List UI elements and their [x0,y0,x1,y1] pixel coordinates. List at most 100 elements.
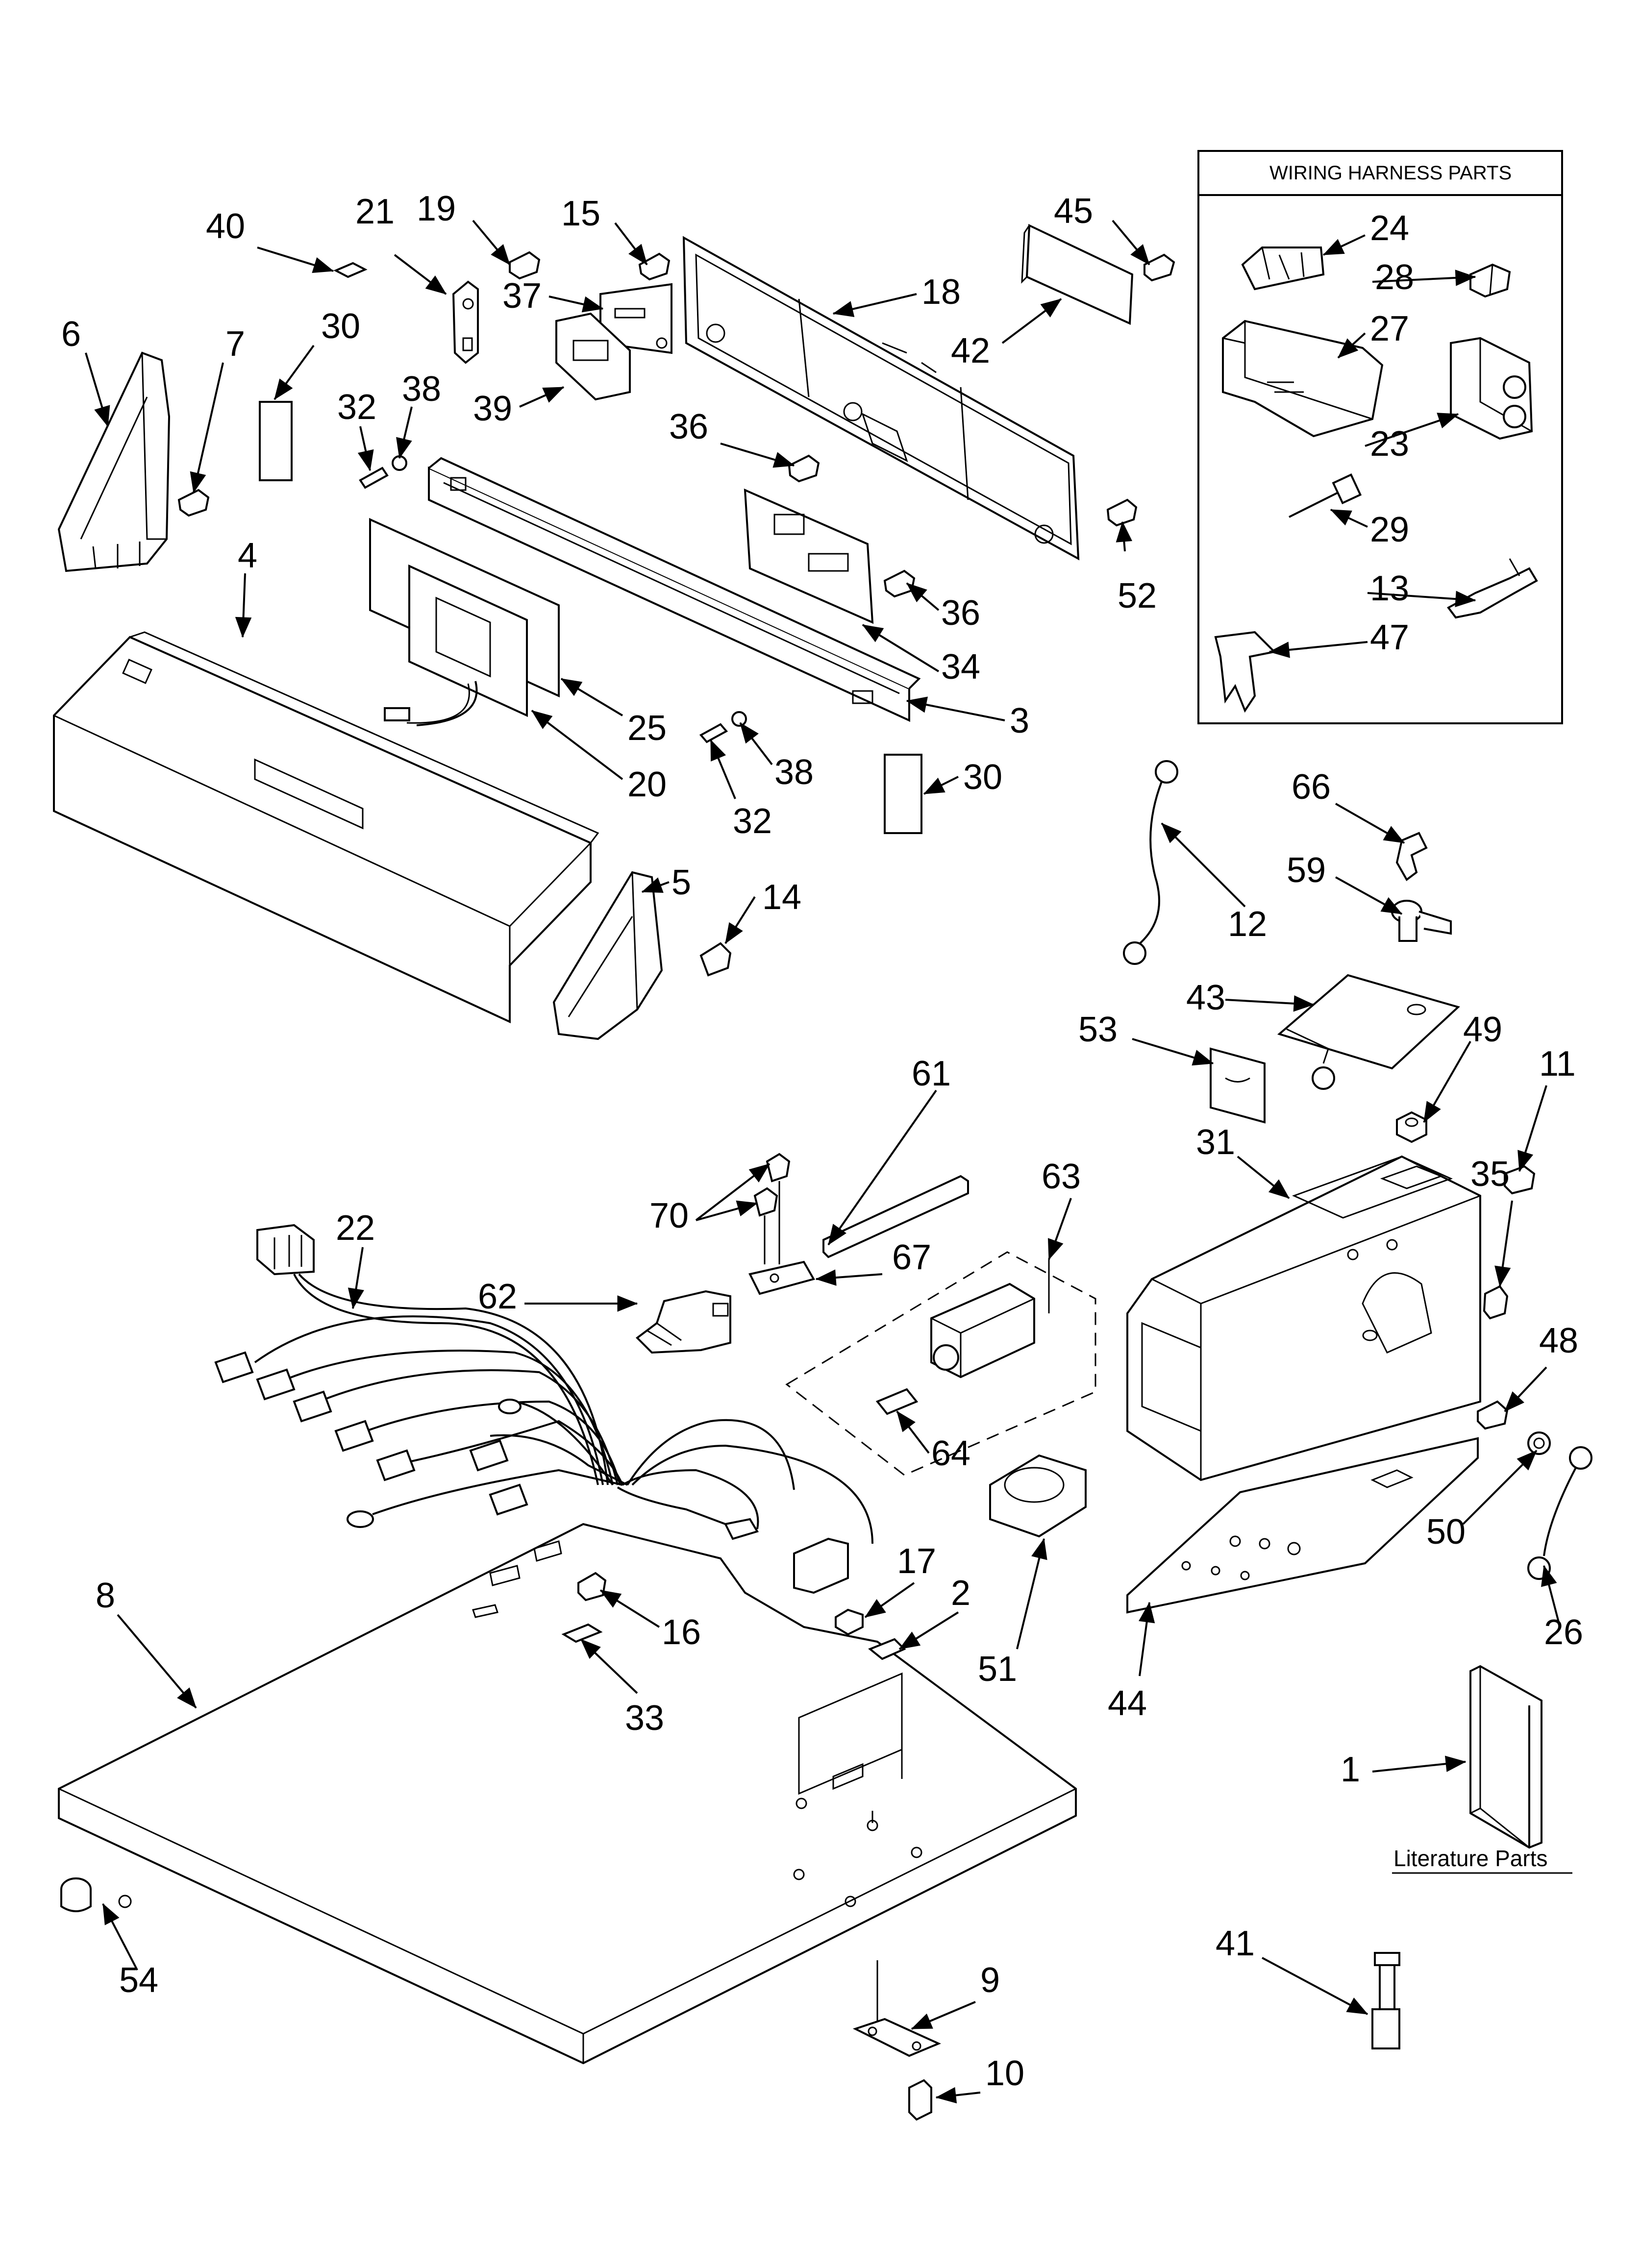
callout-53: 53 [1078,1010,1118,1049]
leader-arrowhead [1047,1238,1064,1260]
leader-lines [85,220,1560,2104]
callout-19: 19 [417,189,456,228]
leader-arrowhead [1031,1538,1047,1560]
callout-28: 28 [1375,258,1414,297]
callout-16: 16 [662,1613,701,1652]
leader-line [117,1614,197,1709]
screw-45-drawing [1144,253,1175,282]
bracket-9-drawing [852,1960,942,2057]
leader-arrowhead [177,1687,197,1709]
callout-32b: 32 [733,802,772,841]
callout-1: 1 [1341,1750,1360,1789]
callout-38: 38 [402,370,441,409]
leader-arrowhead [1040,298,1062,318]
nut-49-drawing [1396,1111,1427,1143]
shield-42-drawing [1021,223,1134,325]
connector-28-drawing [1469,263,1511,298]
housing-31-drawing [1126,1155,1481,1481]
leader-arrowhead [1116,521,1133,542]
callout-47: 47 [1370,618,1409,657]
end-cap-6-drawing [57,351,171,572]
bracket-39-drawing [555,312,631,401]
bracket-62-drawing [635,1290,731,1354]
leader-line [827,1089,937,1246]
callout-4: 4 [238,536,257,575]
literature-parts-label: Literature Parts [1393,1846,1547,1871]
callout-labels: 40 21 19 15 18 45 42 37 39 30 6 7 32 38 … [61,189,1583,2093]
leader-arrowhead [896,1410,916,1432]
callout-17: 17 [897,1542,936,1581]
callout-36: 36 [669,407,708,446]
leader-arrowhead [425,275,447,295]
callout-62: 62 [478,1277,517,1316]
callout-21: 21 [355,192,395,231]
bar-61-drawing [822,1175,969,1258]
leader-arrowhead [274,378,293,400]
leader-arrowhead [772,452,795,468]
callout-43: 43 [1186,978,1225,1017]
callout-9: 9 [980,1961,1000,2000]
leader-arrowhead [1423,1101,1441,1123]
leader-arrowhead [348,1287,364,1309]
leader-arrowhead [906,583,927,602]
leader-arrowhead [1268,641,1290,658]
leader-arrowhead [1380,897,1403,914]
callout-52: 52 [1118,576,1157,616]
callout-14: 14 [762,878,801,917]
leader-arrowhead [710,739,726,762]
connector-23-drawing [1450,337,1533,440]
callout-38b: 38 [774,753,814,792]
callout-24: 24 [1370,209,1409,248]
leader-arrowhead [862,624,884,642]
callout-2: 2 [951,1574,970,1613]
touchpad-25-20-drawing [369,518,560,726]
callout-34: 34 [941,647,980,687]
leader-arrowhead [396,437,412,459]
leader-arrowhead [748,1163,771,1183]
leader-arrowhead [531,710,553,729]
callout-6: 6 [61,315,81,354]
leader-arrowhead [1161,823,1182,843]
leader-arrowhead [935,2087,957,2104]
callout-51: 51 [978,1650,1017,1689]
leader-arrowhead [491,244,510,266]
leader-arrowhead [1346,1997,1368,2015]
leader-arrowhead [1293,995,1315,1012]
leader-arrowhead [815,1269,837,1286]
callout-22: 22 [336,1208,375,1248]
leader-arrowhead [628,244,647,266]
leader-arrowhead [1541,1565,1557,1587]
callout-35: 35 [1470,1155,1510,1194]
leader-arrowhead [1517,1150,1534,1172]
screw-7-drawing [177,489,210,517]
terminal-13-drawing [1447,558,1538,619]
ground-wire-12-drawing [1123,760,1178,965]
callout-23: 23 [1370,424,1409,464]
callout-66: 66 [1292,767,1331,807]
callout-59: 59 [1287,851,1326,890]
callout-36b: 36 [941,593,980,633]
callout-20: 20 [627,765,667,804]
leader-arrowhead [1383,826,1405,843]
callout-29: 29 [1370,510,1409,549]
screw-70-drawing [753,1153,791,1264]
leader-arrowhead [1268,1179,1290,1199]
leader-arrowhead [725,922,743,944]
callout-13: 13 [1370,569,1409,608]
lid-43-drawing [1277,974,1460,1090]
leader-arrowhead [357,449,374,471]
clip-47-drawing [1214,631,1277,713]
leader-arrowhead [581,296,604,313]
leader-arrowhead [94,405,110,427]
callout-7: 7 [225,324,245,364]
lock-59-drawing [1391,900,1452,942]
screw-15-drawing [638,252,671,281]
leader-arrowhead [911,2013,933,2029]
leader-arrowhead [102,1903,120,1925]
part-40-drawing [333,262,368,278]
group-63-drawing [785,1251,1096,1476]
leader-arrowhead [906,696,928,713]
plate-67-drawing [748,1260,816,1295]
callout-31: 31 [1196,1123,1235,1162]
leader-arrowhead [1130,244,1150,266]
